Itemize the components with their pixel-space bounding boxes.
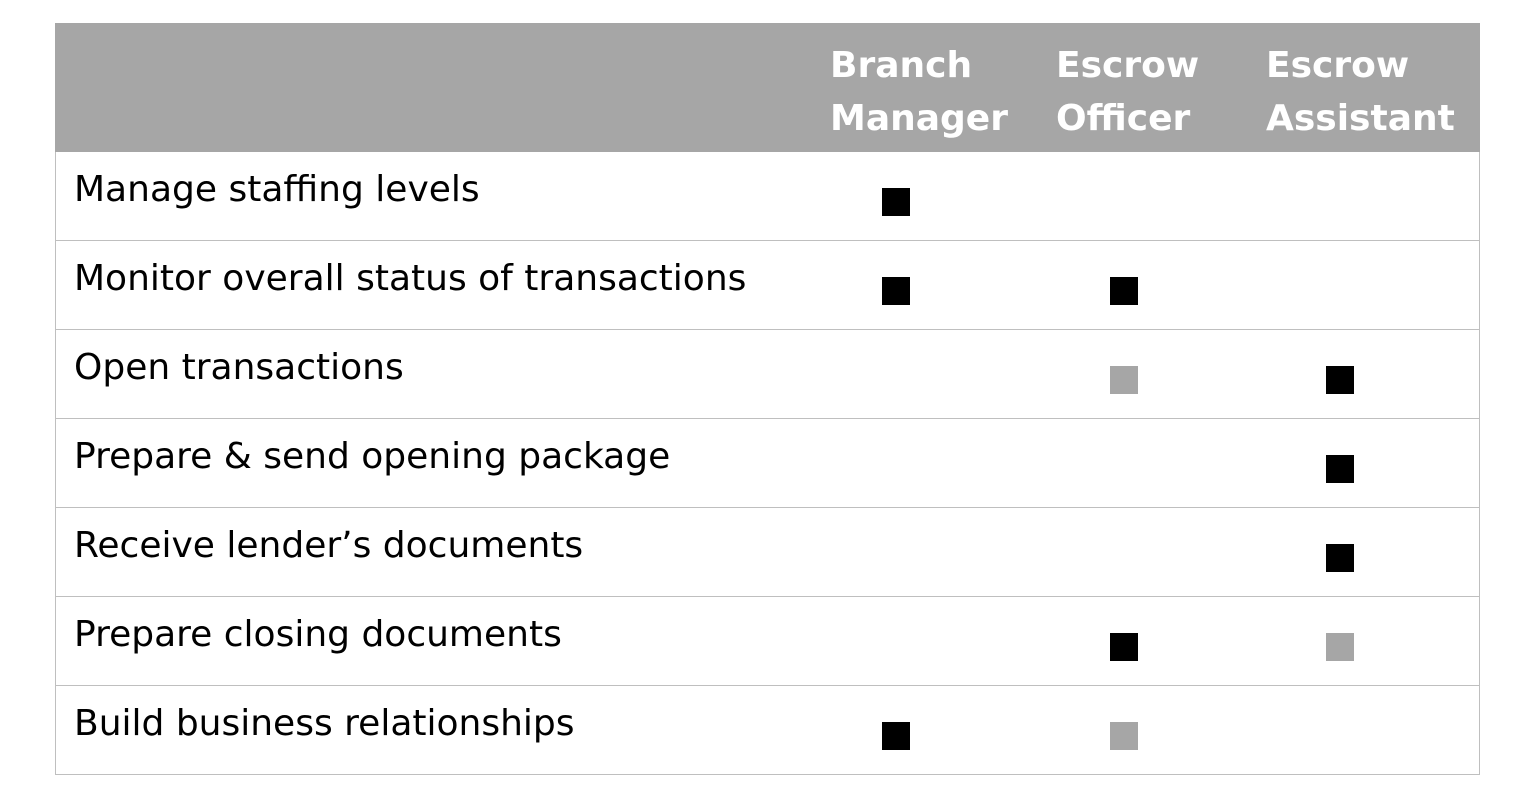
primary-square-icon	[881, 277, 910, 305]
table-row: Manage staffing levels	[55, 151, 1480, 241]
mark-cell-escrow-officer	[1037, 507, 1248, 597]
mark-cell-branch-manager	[811, 507, 1038, 597]
task-label: Manage staffing levels	[74, 169, 480, 210]
mark-cell-branch-manager	[811, 418, 1038, 508]
mark-cell-escrow-officer	[1037, 151, 1248, 241]
table-row: Monitor overall status of transactions	[55, 240, 1480, 330]
table-row: Build business relationships	[55, 685, 1480, 775]
responsibility-matrix: Branch Manager Escrow Officer Escrow Ass…	[55, 23, 1480, 775]
task-cell: Monitor overall status of transactions	[55, 240, 812, 330]
task-cell: Receive lender’s documents	[55, 507, 812, 597]
header-escrow-officer-label: Escrow Officer	[1056, 45, 1200, 139]
mark-cell-escrow-officer	[1037, 240, 1248, 330]
secondary-square-icon	[1109, 722, 1138, 750]
header-escrow-assistant: Escrow Assistant	[1247, 23, 1480, 152]
task-label: Receive lender’s documents	[74, 525, 584, 566]
mark-cell-escrow-assistant	[1247, 240, 1480, 330]
header-branch-manager-label: Branch Manager	[830, 45, 1008, 139]
primary-square-icon	[1325, 455, 1354, 483]
secondary-square-icon	[1325, 633, 1354, 661]
task-cell: Prepare closing documents	[55, 596, 812, 686]
header-escrow-officer: Escrow Officer	[1037, 23, 1248, 152]
primary-square-icon	[1109, 633, 1138, 661]
mark-cell-branch-manager	[811, 685, 1038, 775]
task-label: Build business relationships	[74, 703, 575, 744]
mark-cell-escrow-officer	[1037, 596, 1248, 686]
header-task-column	[55, 23, 812, 152]
header-row: Branch Manager Escrow Officer Escrow Ass…	[55, 23, 1480, 152]
primary-square-icon	[1325, 366, 1354, 394]
header-branch-manager: Branch Manager	[811, 23, 1038, 152]
mark-cell-escrow-officer	[1037, 418, 1248, 508]
mark-cell-branch-manager	[811, 596, 1038, 686]
task-label: Monitor overall status of transactions	[74, 258, 747, 299]
task-cell: Open transactions	[55, 329, 812, 419]
primary-square-icon	[881, 188, 910, 216]
task-cell: Manage staffing levels	[55, 151, 812, 241]
primary-square-icon	[881, 722, 910, 750]
table-row: Prepare closing documents	[55, 596, 1480, 686]
task-label: Prepare & send opening package	[74, 436, 671, 477]
mark-cell-escrow-assistant	[1247, 151, 1480, 241]
mark-cell-escrow-assistant	[1247, 596, 1480, 686]
mark-cell-escrow-assistant	[1247, 418, 1480, 508]
table-row: Prepare & send opening package	[55, 418, 1480, 508]
mark-cell-branch-manager	[811, 151, 1038, 241]
task-label: Prepare closing documents	[74, 614, 562, 655]
primary-square-icon	[1325, 544, 1354, 572]
mark-cell-escrow-assistant	[1247, 507, 1480, 597]
secondary-square-icon	[1109, 366, 1138, 394]
task-cell: Build business relationships	[55, 685, 812, 775]
header-escrow-assistant-label: Escrow Assistant	[1266, 45, 1455, 139]
primary-square-icon	[1109, 277, 1138, 305]
table-row: Receive lender’s documents	[55, 507, 1480, 597]
mark-cell-escrow-officer	[1037, 685, 1248, 775]
task-label: Open transactions	[74, 347, 404, 388]
mark-cell-escrow-officer	[1037, 329, 1248, 419]
mark-cell-escrow-assistant	[1247, 685, 1480, 775]
task-cell: Prepare & send opening package	[55, 418, 812, 508]
mark-cell-escrow-assistant	[1247, 329, 1480, 419]
mark-cell-branch-manager	[811, 240, 1038, 330]
mark-cell-branch-manager	[811, 329, 1038, 419]
table-row: Open transactions	[55, 329, 1480, 419]
